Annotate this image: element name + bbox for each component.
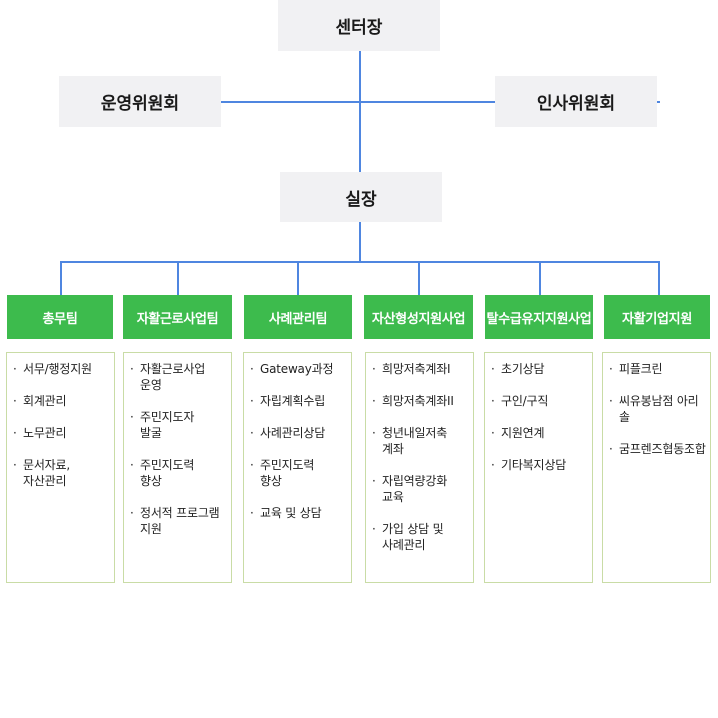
list-item: ·자활근로사업 운영 (130, 362, 206, 392)
duty-text: 노무관리 (23, 426, 67, 440)
list-item: ·자립역량강화 교육 (372, 474, 448, 504)
director-vertical-line (359, 222, 361, 262)
duty-text: 굼프렌즈협동조합 (619, 442, 706, 456)
duty-text: 사례관리상담 (260, 426, 326, 440)
duty-text: 자립계획수립 (260, 394, 326, 408)
team-header: 사례관리팀 (244, 295, 352, 339)
list-item: ·가입 상담 및 사례관리 (372, 522, 444, 552)
duty-text: 지원연계 (501, 426, 545, 440)
director-box: 실장 (280, 172, 442, 222)
team-header: 자산형성지원사업 (364, 295, 473, 339)
list-item: ·Gateway과정 (250, 362, 334, 376)
teams-horizontal-line (60, 261, 660, 263)
team-drop-line (177, 261, 179, 295)
personnel-committee-box: 인사위원회 (495, 76, 657, 127)
list-item: ·기타복지상담 (491, 458, 567, 472)
duty-text: 피플크린 (619, 362, 663, 376)
duty-text: 기타복지상담 (501, 458, 567, 472)
list-item: ·희망저축계좌I (372, 362, 451, 376)
list-item: ·피플크린 (609, 362, 663, 376)
center-vertical-line (359, 51, 361, 172)
team-drop-line (60, 261, 62, 295)
team-drop-line (418, 261, 420, 295)
list-item: ·주민지도자 발굴 (130, 410, 195, 440)
list-item: ·희망저축계좌II (372, 394, 454, 408)
duty-text: 가입 상담 및 사례관리 (382, 522, 444, 552)
duty-text: 자립역량강화 교육 (382, 474, 448, 504)
team-header: 탈수급유지지원사업 (485, 295, 593, 339)
list-item: ·교육 및 상담 (250, 506, 322, 520)
list-item: ·씨유봉남점 아리솔 (609, 393, 706, 425)
duty-text: Gateway과정 (260, 362, 334, 376)
team-duties-box: ·피플크린 ·씨유봉남점 아리솔 ·굼프렌즈협동조합 (602, 352, 711, 583)
duty-text: 정서적 프로그램 지원 (140, 506, 220, 536)
list-item: ·회계관리 (13, 394, 67, 408)
list-item: ·지원연계 (491, 426, 545, 440)
list-item: ·주민지도력 향상 (130, 458, 195, 488)
list-item: ·자립계획수립 (250, 394, 326, 408)
list-item: ·서무/행정지원 (13, 362, 92, 376)
center-head-box: 센터장 (278, 0, 440, 51)
list-item: ·노무관리 (13, 426, 67, 440)
list-item: ·정서적 프로그램 지원 (130, 506, 220, 536)
duty-text: 희망저축계좌I (382, 362, 451, 376)
team-drop-line (539, 261, 541, 295)
duty-text: 구인/구직 (501, 394, 549, 408)
duty-text: 교육 및 상담 (260, 506, 322, 520)
team-header: 자활근로사업팀 (123, 295, 232, 339)
duty-text: 서무/행정지원 (23, 362, 92, 376)
team-duties-box: ·Gateway과정 ·자립계획수립 ·사례관리상담 ·주민지도력 향상 ·교육… (243, 352, 352, 583)
duty-text: 희망저축계좌II (382, 394, 454, 408)
duty-text: 문서자료, 자산관리 (23, 458, 70, 488)
duty-text: 초기상담 (501, 362, 545, 376)
list-item: ·초기상담 (491, 362, 545, 376)
duty-text: 씨유봉남점 아리솔 (619, 394, 699, 424)
committee-horizontal-line (221, 101, 660, 103)
duty-text: 주민지도력 향상 (140, 458, 195, 488)
duty-text: 회계관리 (23, 394, 67, 408)
list-item: ·문서자료, 자산관리 (13, 458, 70, 488)
team-header: 자활기업지원 (604, 295, 710, 339)
duty-text: 주민지도자 발굴 (140, 410, 195, 440)
team-drop-line (297, 261, 299, 295)
team-duties-box: ·희망저축계좌I ·희망저축계좌II ·청년내일저축 계좌 ·자립역량강화 교육… (365, 352, 474, 583)
list-item: ·굼프렌즈협동조합 (609, 442, 706, 456)
list-item: ·주민지도력 향상 (250, 458, 315, 488)
operating-committee-box: 운영위원회 (59, 76, 221, 127)
list-item: ·구인/구직 (491, 394, 549, 408)
duty-text: 자활근로사업 운영 (140, 362, 206, 392)
team-drop-line (658, 261, 660, 295)
team-duties-box: ·자활근로사업 운영 ·주민지도자 발굴 ·주민지도력 향상 ·정서적 프로그램… (123, 352, 232, 583)
list-item: ·사례관리상담 (250, 426, 326, 440)
duty-text: 청년내일저축 계좌 (382, 426, 448, 456)
team-duties-box: ·서무/행정지원 ·회계관리 ·노무관리 ·문서자료, 자산관리 (6, 352, 115, 583)
duty-text: 주민지도력 향상 (260, 458, 315, 488)
team-duties-box: ·초기상담 ·구인/구직 ·지원연계 ·기타복지상담 (484, 352, 593, 583)
list-item: ·청년내일저축 계좌 (372, 426, 448, 456)
team-header: 총무팀 (7, 295, 113, 339)
